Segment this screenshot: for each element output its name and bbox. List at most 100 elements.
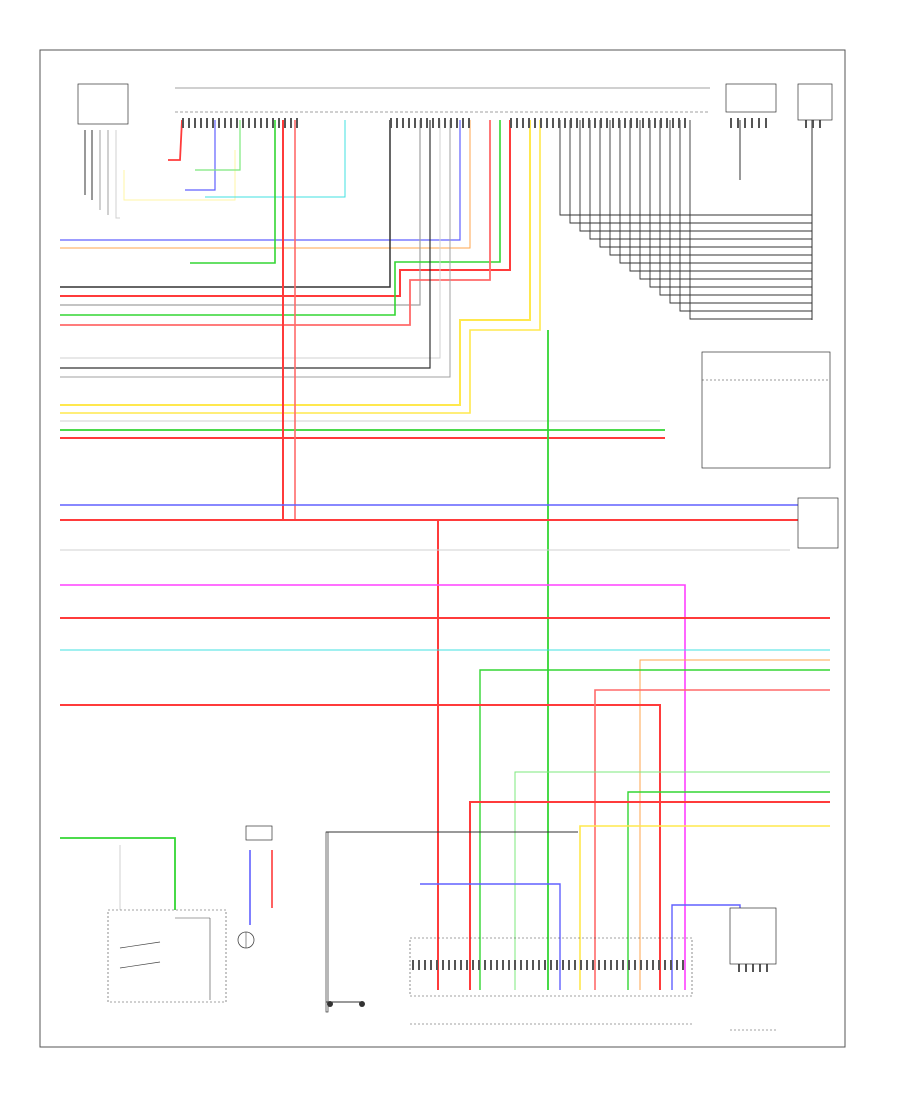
wire-tr-bundle-10 [659,120,812,296]
ecm-top-mid-pin [462,118,464,128]
lower-box-pin [532,960,534,970]
ecm-top-pin [290,118,292,128]
lower-box-pin [640,960,642,970]
ecm-top-right-pin [654,118,656,128]
ecm-top-right-pin [636,118,638,128]
ecm-top-right-pin [540,118,542,128]
wire-orange-top [60,120,471,249]
wire-yellow-low [579,825,830,990]
ecm-top-pin [272,118,274,128]
wire-tl-pink [168,119,183,161]
lower-box-pin [502,960,504,970]
ecm-top-pin [188,118,190,128]
wire-tr-bundle-1 [569,120,812,224]
diagram-frame [39,49,846,1048]
lower-box-pin [412,960,414,970]
lower-box-pin [616,960,618,970]
lower-box-pin [424,960,426,970]
wire-red-low [60,704,661,990]
ecm-top-mid-pin [414,118,416,128]
lower-box-pin [544,960,546,970]
lower-box-pin [556,960,558,970]
wire-green-1 [60,120,501,316]
ecm-top-right-pin [660,118,662,128]
ecm-header [175,87,710,113]
wire-magenta [60,584,686,990]
ecm-top-pin [206,118,208,128]
lower-box-pin [526,960,528,970]
lower-box-pin [538,960,540,970]
ecm-top-right-pin [516,118,518,128]
wire-tr-bundle-3 [589,120,812,240]
lower-box-pin [586,960,588,970]
lower-box-pin [610,960,612,970]
ecm-top-right-pin [534,118,536,128]
lower-box-pin [574,960,576,970]
connector-pins [182,118,821,972]
ecm-top-mid-pin [408,118,410,128]
top-right-connector-pin [744,118,746,128]
ecm-top-mid-pin [396,118,398,128]
top-right-box-pin [819,118,821,128]
lower-box-pin [490,960,492,970]
lower-box-pin [508,960,510,970]
ecm-top-pin [182,118,184,128]
lower-box-pin [598,960,600,970]
lower-box-pin [652,960,654,970]
ecm-top-right-pin [600,118,602,128]
ecm-top-pin [212,118,214,128]
wire-yellow-1 [60,120,531,406]
ecm-top-right-pin [588,118,590,128]
lower-box-pin [682,960,684,970]
lamp-component [237,825,273,949]
wire-tl-green [195,120,241,171]
lower-box-pin [448,960,450,970]
ecm-top-mid-pin [420,118,422,128]
wire-tr-bundle-12 [679,120,812,312]
wire-orange-r [639,659,830,990]
ecm-top-right-pin [564,118,566,128]
top-right-box-pin [812,118,814,128]
wire-gray-2 [60,120,441,359]
ecm-top-right-pin [552,118,554,128]
wire-yellow-2 [60,120,541,414]
ecm-top-pin [248,118,250,128]
lower-box-pin [664,960,666,970]
ecm-top-right-pin [612,118,614,128]
wire-black-1 [60,120,391,288]
wire-tr-bundle-2 [579,120,812,232]
ecm-top-mid-pin [402,118,404,128]
ecm-top-mid-pin [426,118,428,128]
bottom-right-pin [766,962,768,972]
ecm-top-mid-pin [432,118,434,128]
lower-box-pin [418,960,420,970]
ecm-top-right-pin [606,118,608,128]
ecm-top-right-pin [624,118,626,128]
bottom-right-pin [745,962,747,972]
wire-green-low-2 [627,791,830,990]
wire-tr-bundle-7 [629,120,812,272]
ecm-top-mid-pin [456,118,458,128]
wire-green-mid [190,120,276,264]
ecm-top-pin [278,118,280,128]
lower-box-pin [454,960,456,970]
ecm-top-pin [236,118,238,128]
lower-box-pin [580,960,582,970]
wire-red-low-3 [469,801,830,990]
top-right-box-pin [805,118,807,128]
wire-tl-yellow [123,150,236,201]
top-left-switch-component [77,83,129,125]
wire-tr-bundle-8 [639,120,812,280]
ecm-top-right-pin [570,118,572,128]
lower-box-pin [484,960,486,970]
ecm-top-right-pin [528,118,530,128]
lower-box-pin [550,960,552,970]
lower-box-pin [430,960,432,970]
wire-tr-bundle-0 [559,120,812,216]
top-right-box [797,83,833,121]
ecm-top-pin [260,118,262,128]
ecm-top-right-pin [522,118,524,128]
bottom-right-connector [729,907,777,1031]
wire-blue-top [60,120,461,241]
